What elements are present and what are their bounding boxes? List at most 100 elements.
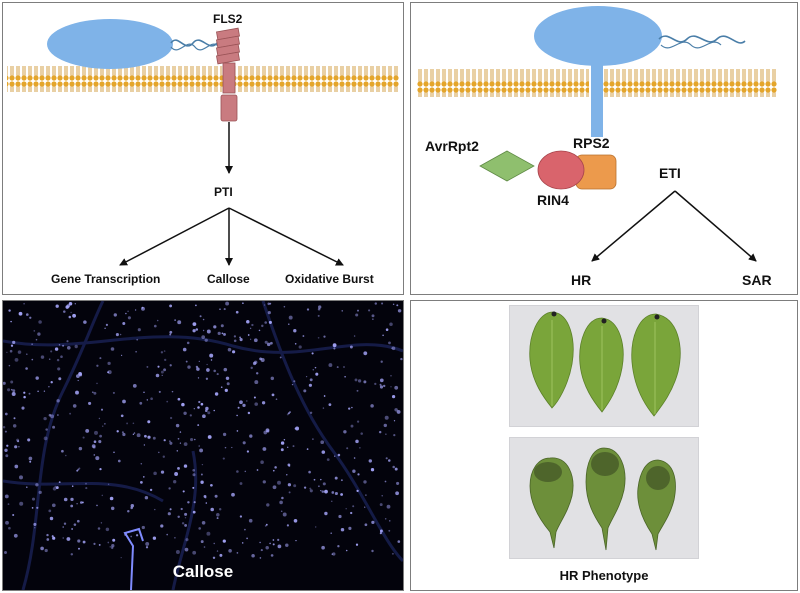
callose-deposit bbox=[268, 320, 272, 324]
callose-deposit bbox=[116, 430, 119, 433]
callose-deposit bbox=[75, 390, 79, 395]
callose-deposit bbox=[193, 408, 195, 410]
callose-deposit bbox=[23, 302, 25, 305]
callose-deposit bbox=[239, 515, 243, 518]
callose-deposit bbox=[259, 357, 262, 361]
callose-deposit bbox=[242, 403, 246, 408]
callose-deposit bbox=[55, 304, 59, 308]
callose-deposit bbox=[111, 544, 115, 548]
callose-deposit bbox=[394, 467, 398, 471]
callose-deposit bbox=[109, 496, 114, 501]
callose-deposit bbox=[37, 390, 39, 393]
callose-deposit bbox=[381, 495, 383, 497]
callose-deposit bbox=[135, 351, 137, 353]
callose-deposit bbox=[264, 340, 268, 344]
callose-deposit bbox=[66, 345, 71, 350]
callose-deposit bbox=[97, 527, 101, 530]
output-oxidative-burst: Oxidative Burst bbox=[285, 272, 374, 286]
avrrpt2-label: AvrRpt2 bbox=[425, 138, 479, 154]
callose-deposit bbox=[294, 343, 297, 345]
bacterium bbox=[534, 6, 662, 66]
callose-deposit bbox=[213, 409, 215, 412]
callose-deposit bbox=[293, 380, 296, 383]
callose-deposit bbox=[349, 345, 353, 349]
callose-deposit bbox=[48, 509, 52, 513]
callose-deposit bbox=[249, 434, 253, 438]
callose-deposit bbox=[18, 311, 23, 316]
fls2-receptor bbox=[216, 27, 240, 122]
callose-deposit bbox=[261, 324, 264, 328]
callose-deposit bbox=[144, 434, 147, 438]
fls2-label: FLS2 bbox=[213, 12, 243, 26]
pti-panel: FLS2 PTI Gene Transcription Callose Oxid… bbox=[2, 2, 404, 295]
callose-deposit bbox=[109, 546, 111, 548]
callose-deposit bbox=[198, 527, 202, 530]
callose-deposit bbox=[141, 525, 145, 530]
callose-deposit bbox=[308, 383, 312, 387]
callose-deposit bbox=[341, 310, 343, 312]
callose-deposit bbox=[219, 308, 221, 311]
callose-deposit bbox=[213, 542, 215, 545]
callose-deposit bbox=[256, 469, 259, 471]
callose-deposit bbox=[18, 445, 20, 448]
callose-deposit bbox=[389, 520, 391, 522]
callose-deposit bbox=[272, 543, 275, 546]
callose-deposit bbox=[187, 365, 191, 369]
callose-deposit bbox=[340, 493, 343, 496]
callose-deposit bbox=[287, 463, 291, 467]
callose-deposit bbox=[66, 340, 69, 343]
callose-deposit bbox=[353, 457, 356, 459]
callose-deposit bbox=[232, 350, 236, 354]
callose-deposit bbox=[317, 314, 320, 317]
healthy-leaf bbox=[529, 311, 681, 417]
callose-deposit bbox=[169, 416, 173, 420]
callose-deposit bbox=[331, 500, 333, 502]
callose-deposit bbox=[134, 309, 137, 311]
callose-deposit bbox=[51, 503, 56, 508]
callose-deposit bbox=[272, 539, 275, 541]
callose-deposit bbox=[78, 547, 80, 550]
callose-deposit bbox=[392, 465, 395, 469]
callose-deposit bbox=[356, 389, 359, 392]
callose-deposit bbox=[264, 321, 268, 324]
callose-deposit bbox=[350, 424, 354, 428]
callose-deposit bbox=[286, 474, 288, 476]
callose-deposit bbox=[43, 416, 47, 421]
rin4-label: RIN4 bbox=[537, 192, 569, 208]
callose-deposit bbox=[242, 302, 244, 305]
callose-deposit bbox=[251, 323, 254, 327]
callose-deposit bbox=[374, 302, 377, 305]
callose-deposit bbox=[331, 491, 335, 494]
callose-deposit bbox=[104, 327, 106, 329]
callose-deposit bbox=[210, 507, 214, 512]
callose-deposit bbox=[145, 541, 150, 546]
callose-deposit bbox=[35, 483, 39, 487]
callose-deposit bbox=[55, 486, 59, 490]
callose-deposit bbox=[225, 376, 230, 381]
callose-deposit bbox=[334, 476, 338, 480]
callose-deposit bbox=[12, 513, 15, 517]
callose-deposit bbox=[169, 333, 172, 336]
callose-deposit bbox=[50, 381, 53, 384]
callose-deposit bbox=[357, 309, 359, 312]
callose-deposit bbox=[312, 438, 314, 440]
callose-deposit bbox=[303, 389, 307, 393]
callose-deposit bbox=[207, 411, 211, 415]
callose-deposit bbox=[226, 382, 230, 386]
callose-deposit bbox=[194, 438, 196, 441]
callose-deposit bbox=[132, 384, 137, 388]
callose-deposit bbox=[68, 302, 73, 306]
callose-deposit bbox=[46, 538, 50, 541]
callose-deposit bbox=[283, 305, 286, 308]
callose-deposit bbox=[383, 423, 388, 428]
callose-deposit bbox=[210, 483, 213, 487]
callose-deposit bbox=[321, 450, 326, 454]
callose-deposit bbox=[40, 355, 45, 359]
callose-deposit bbox=[163, 368, 167, 372]
callose-deposit bbox=[223, 367, 228, 372]
callose-deposit bbox=[213, 325, 217, 329]
callose-deposit bbox=[112, 538, 116, 542]
callose-deposit bbox=[385, 433, 387, 435]
callose-deposit bbox=[4, 494, 9, 499]
callose-deposit bbox=[3, 425, 6, 429]
